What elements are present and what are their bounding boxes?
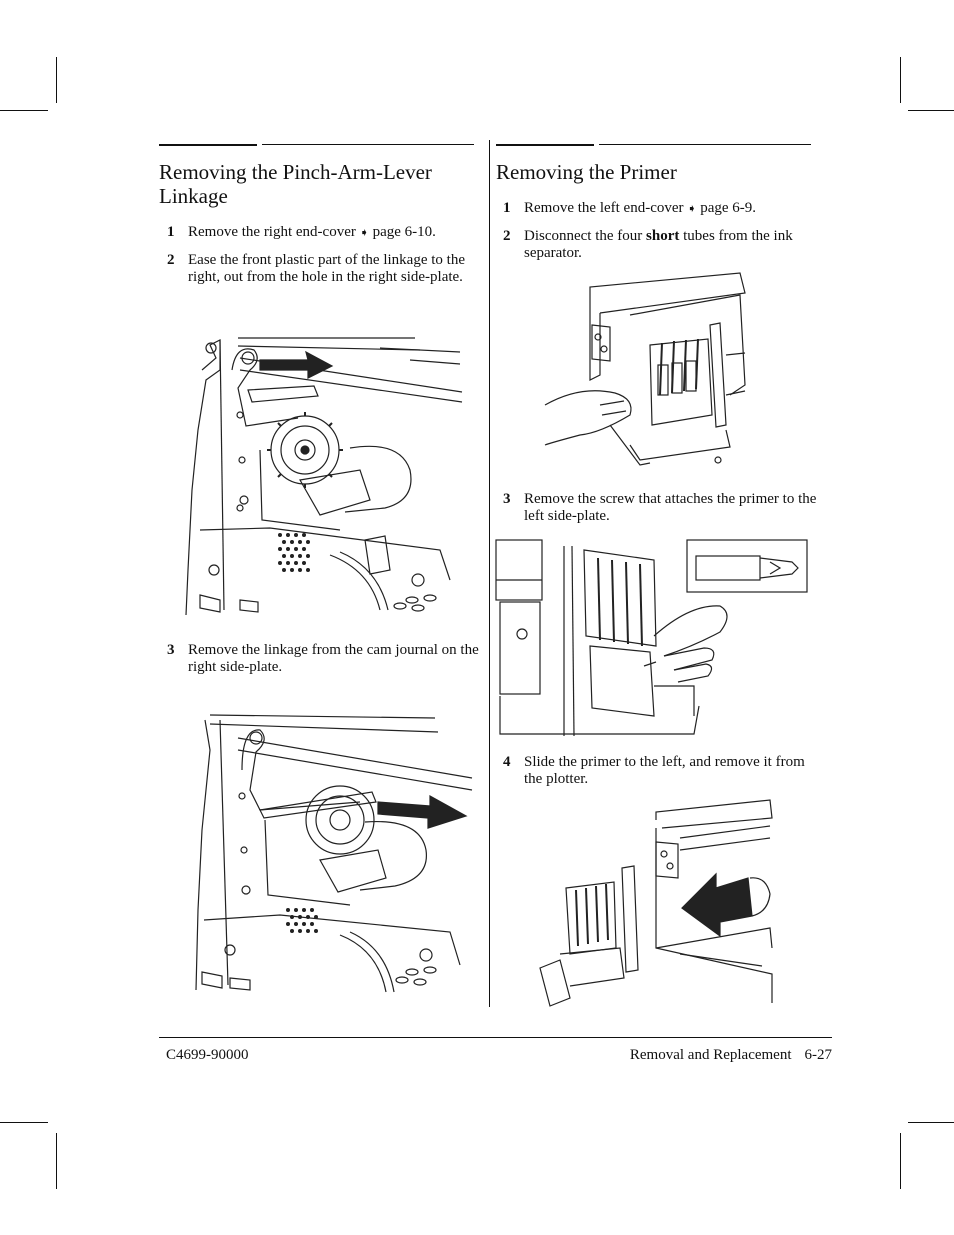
step-text: Remove the right end-cover ➧ page 6-10. bbox=[188, 224, 436, 241]
step-text-emphasis: short bbox=[646, 228, 680, 244]
footer-part-number: C4699-90000 bbox=[166, 1047, 249, 1063]
crop-mark bbox=[908, 1122, 954, 1123]
step-text-part: page 6-10. bbox=[372, 224, 436, 240]
figure-primer-removal bbox=[530, 798, 775, 1008]
section-rule bbox=[599, 144, 811, 145]
column-divider bbox=[489, 140, 490, 1007]
crop-mark bbox=[0, 110, 48, 111]
figure-pinch-arm-linkage-1 bbox=[180, 330, 465, 615]
see-arrow-icon: ➧ bbox=[359, 226, 369, 239]
step-number: 1 bbox=[167, 224, 175, 240]
section-title-pinch-arm: Removing the Pinch-Arm-Lever Linkage bbox=[159, 160, 432, 208]
section-rule bbox=[159, 144, 257, 146]
section-rule bbox=[262, 144, 474, 145]
step-text-part: Disconnect the four bbox=[524, 228, 643, 244]
step-number: 4 bbox=[503, 754, 511, 770]
footer-page-info: Removal and Replacement 6-27 bbox=[630, 1047, 832, 1064]
step-text: Remove the screw that attaches the prime… bbox=[524, 491, 817, 524]
footer-rule bbox=[159, 1037, 832, 1038]
crop-mark bbox=[900, 57, 901, 103]
figure-primer-screw bbox=[494, 536, 814, 741]
section-rule bbox=[496, 144, 594, 146]
step-text-part: Remove the right end-cover bbox=[188, 224, 356, 240]
step-text-part: Remove the left end-cover bbox=[524, 200, 684, 216]
step-text-part: tubes from the ink separator. bbox=[524, 228, 793, 261]
crop-mark bbox=[900, 1133, 901, 1189]
section-title-primer: Removing the Primer bbox=[496, 160, 677, 184]
step-number: 3 bbox=[503, 491, 511, 507]
step-number: 3 bbox=[167, 642, 175, 658]
crop-mark bbox=[56, 1133, 57, 1189]
step-text: Disconnect the four short tubes from the… bbox=[524, 228, 824, 262]
see-arrow-icon: ➧ bbox=[687, 202, 697, 215]
step-text: Slide the primer to the left, and remove… bbox=[524, 754, 805, 787]
crop-mark bbox=[56, 57, 57, 103]
figure-ink-separator-tubes bbox=[540, 265, 750, 480]
step-number: 2 bbox=[167, 252, 175, 268]
step-number: 1 bbox=[503, 200, 511, 216]
step-text: Remove the linkage from the cam journal … bbox=[188, 642, 479, 675]
footer-section: Removal and Replacement bbox=[629, 1047, 792, 1063]
step-number: 2 bbox=[503, 228, 511, 244]
crop-mark bbox=[0, 1122, 48, 1123]
step-text-part: page 6-9. bbox=[700, 200, 757, 216]
crop-mark bbox=[908, 110, 954, 111]
step-text: Ease the front plastic part of the linka… bbox=[188, 252, 465, 285]
figure-pinch-arm-linkage-2 bbox=[190, 710, 475, 995]
step-text: Remove the left end-cover ➧ page 6-9. bbox=[524, 200, 756, 217]
footer-page-number: 6-27 bbox=[804, 1047, 833, 1063]
